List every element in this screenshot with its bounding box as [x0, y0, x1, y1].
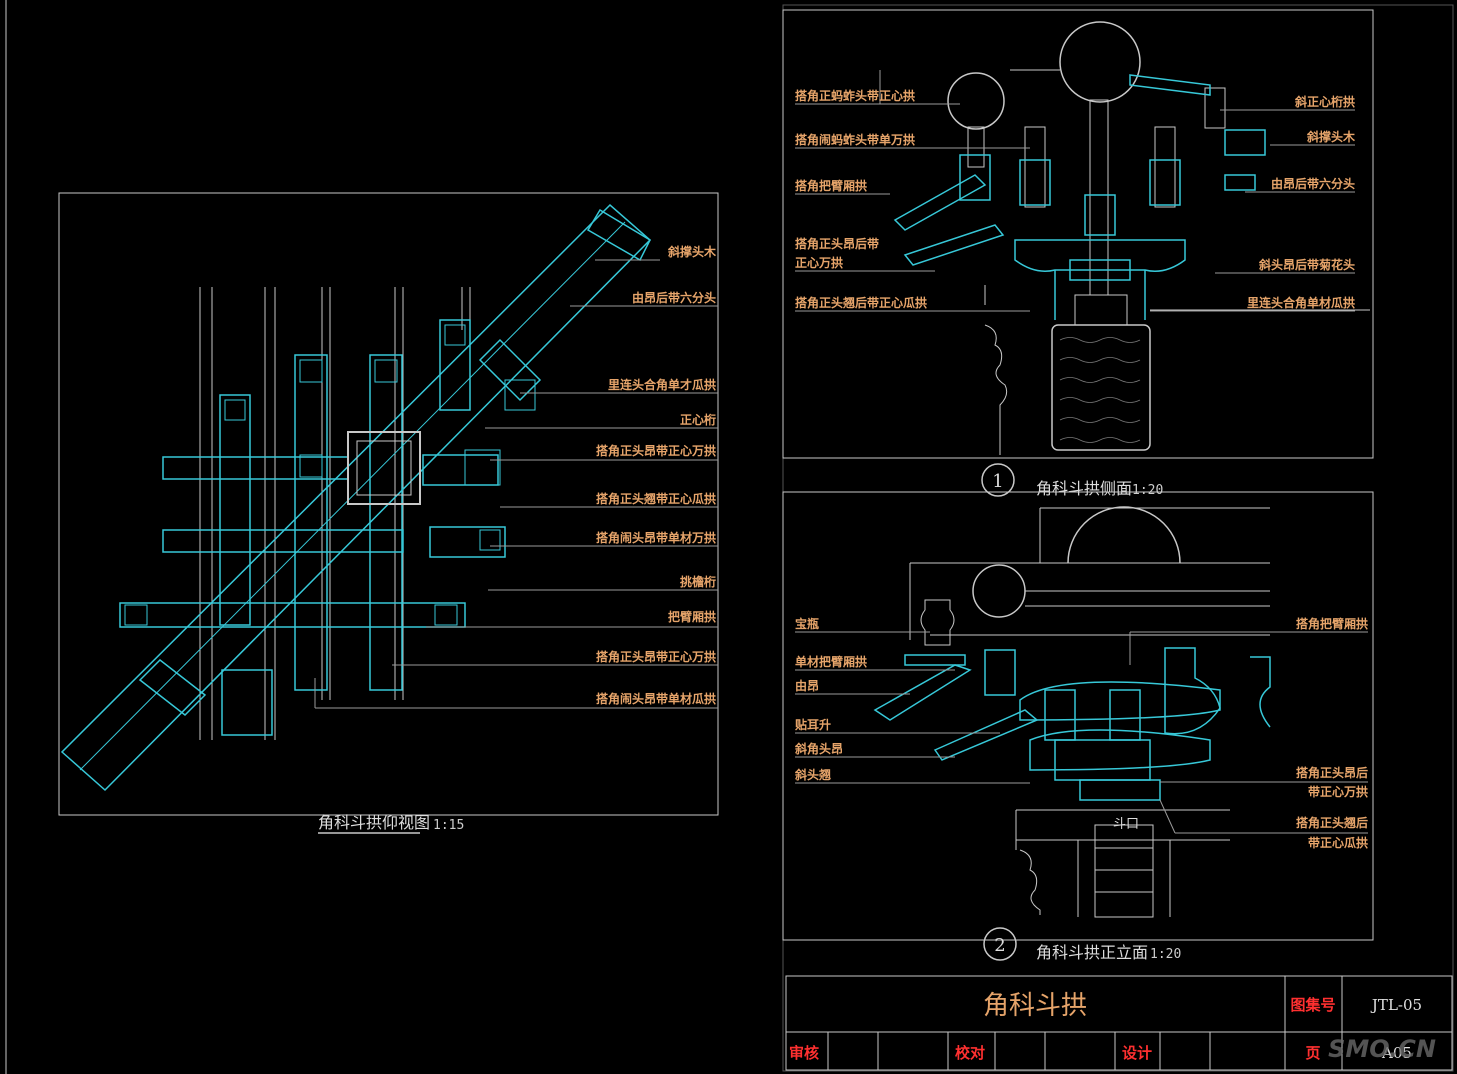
front-label-right: 搭角正头翘后 [1296, 815, 1368, 830]
side-view-scale: 1:20 [1132, 483, 1163, 498]
side-label-left: 搭角正头翘后带正心瓜拱 [795, 295, 927, 310]
side-view-number: 1 [992, 471, 1003, 492]
plan-label: 正心桁 [680, 412, 716, 427]
plan-label: 搭角正头昂带正心万拱 [596, 443, 716, 458]
side-label-right: 斜头昂后带菊花头 [1258, 257, 1355, 272]
side-label-left: 搭角正头昂后带 [795, 236, 879, 251]
plan-label: 搭角闹头昂带单材瓜拱 [596, 691, 716, 706]
side-view-marker [981, 463, 1015, 497]
side-label-left: 正心万拱 [795, 255, 843, 270]
side-label-right: 斜正心桁拱 [1294, 94, 1355, 109]
front-label-left: 由昂 [795, 678, 819, 693]
plan-label: 搭角正头昂带正心万拱 [596, 649, 716, 664]
plan-label: 里连头合角单才瓜拱 [608, 377, 716, 392]
title-block-review: 审核 [789, 1044, 819, 1062]
plan-label: 搭角闹头昂带单材万拱 [596, 530, 716, 545]
front-label-right: 带正心万拱 [1308, 784, 1368, 799]
side-label-right: 里连头合角单材瓜拱 [1247, 295, 1355, 310]
side-label-right: 斜撑头木 [1306, 129, 1356, 144]
title-block-design: 设计 [1122, 1044, 1152, 1062]
watermark: SMO.CN [1328, 1035, 1436, 1063]
front-view-title: 角科斗拱正立面 [1036, 943, 1148, 962]
side-label-left: 搭角把臂厢拱 [795, 178, 867, 193]
title-block-title: 角科斗拱 [983, 991, 1087, 1021]
front-label-left: 斜角头昂 [794, 741, 843, 756]
title-block-check: 校对 [955, 1044, 985, 1062]
plan-label: 斜撑头木 [667, 244, 717, 259]
title-block-set-label: 图集号 [1290, 996, 1335, 1014]
front-label-right: 搭角正头昂后 [1296, 765, 1368, 780]
front-label-center: 斗口 [1113, 817, 1139, 832]
plan-label: 由昂后带六分头 [632, 290, 716, 305]
plan-label: 挑檐桁 [680, 574, 716, 589]
plan-label: 搭角正头翘带正心瓜拱 [596, 491, 716, 506]
plan-view: 斜撑头木 由昂后带六分头 里连头合角单才瓜拱 正心桁 搭角正头昂带正心万拱 搭角… [58, 192, 719, 834]
front-label-left: 宝瓶 [795, 616, 819, 631]
front-view: 宝瓶 单材把臂厢拱 由昂 贴耳升 斜角头昂 斜头翘 搭角把臂厢拱 搭角正头昂后 … [782, 491, 1374, 962]
side-view-title: 角科斗拱侧面 [1036, 479, 1132, 498]
front-view-marker [983, 927, 1017, 961]
title-block-set-value: JTL-05 [1370, 996, 1422, 1014]
side-label-left: 搭角闹蚂蚱头带单万拱 [795, 132, 915, 147]
front-view-scale: 1:20 [1150, 947, 1181, 962]
front-label-right: 带正心瓜拱 [1308, 835, 1368, 850]
front-label-left: 贴耳升 [795, 717, 831, 732]
plan-view-title: 角科斗拱仰视图 [318, 813, 430, 832]
title-block: 角科斗拱 图集号 JTL-05 审核 校对 设计 页 A05 [785, 975, 1453, 1071]
front-label-right: 搭角把臂厢拱 [1296, 616, 1368, 631]
plan-view-scale: 1:15 [433, 818, 464, 833]
front-label-left: 单材把臂厢拱 [795, 654, 867, 669]
side-label-right: 由昂后带六分头 [1271, 176, 1355, 191]
plan-label: 把臂厢拱 [668, 609, 716, 624]
title-block-page-label: 页 [1305, 1044, 1320, 1062]
side-view: 搭角正蚂蚱头带正心拱 搭角闹蚂蚱头带单万拱 搭角把臂厢拱 搭角正头昂后带 正心万… [782, 9, 1374, 498]
side-label-left: 搭角正蚂蚱头带正心拱 [795, 88, 915, 103]
front-label-left: 斜头翘 [794, 767, 831, 782]
front-view-number: 2 [994, 935, 1005, 956]
title-block-page-value: A05 [1381, 1044, 1412, 1062]
